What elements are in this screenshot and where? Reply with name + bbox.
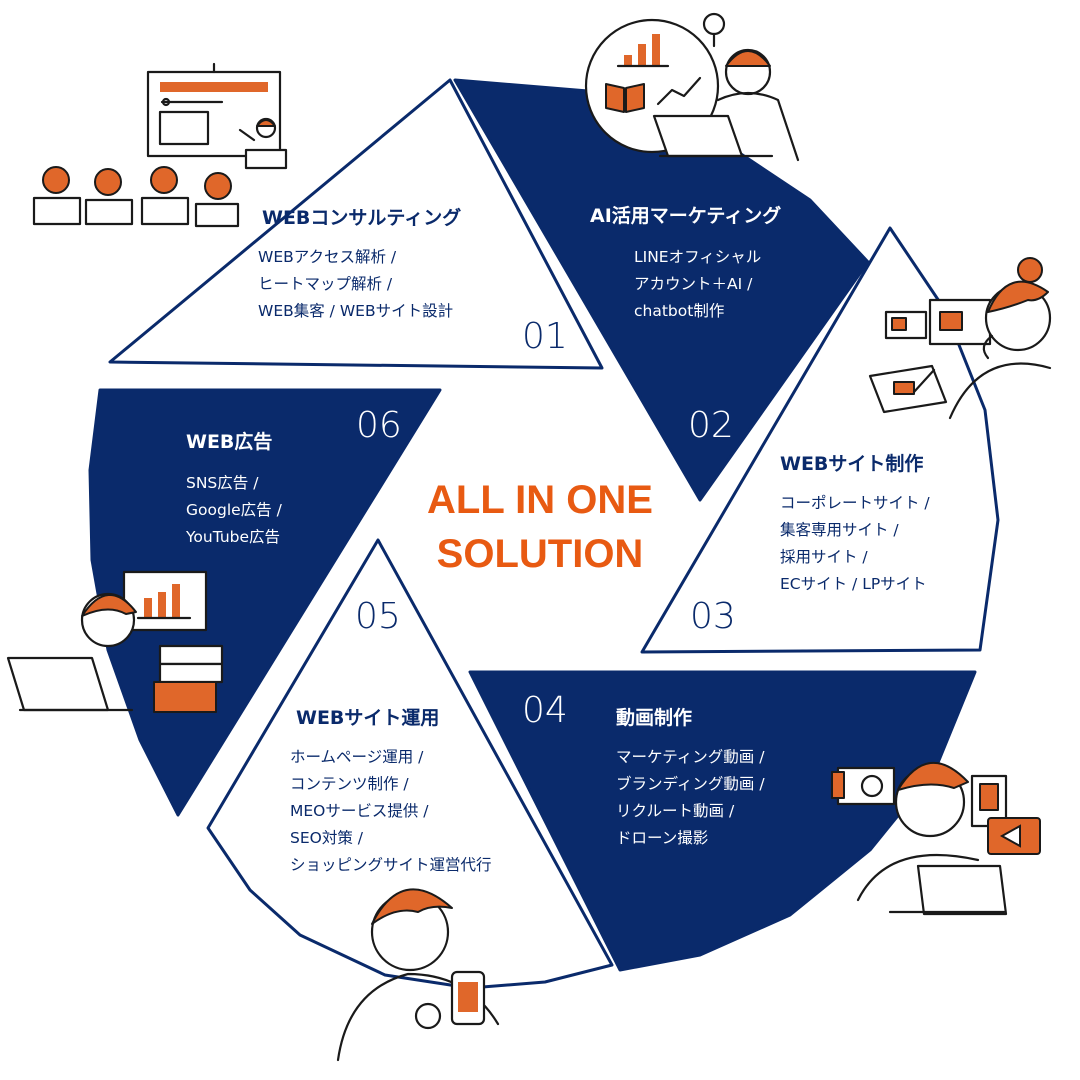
laptop-icon — [652, 114, 744, 158]
segment-04-item: ドローン撮影 — [616, 829, 708, 847]
segment-03-item: ECサイト / LPサイト — [780, 575, 927, 593]
segment-03-item: コーポレートサイト / — [780, 494, 930, 512]
segment-05: 05 WEBサイト運用 ホームページ運用 / コンテンツ制作 / MEOサービス… — [290, 596, 492, 874]
video-camera-icon — [831, 766, 896, 806]
segment-05-item: ショッピングサイト運営代行 — [290, 856, 492, 874]
analyst-illustration — [584, 12, 800, 162]
segment-01-shape — [108, 78, 604, 370]
center-title-line1: ALL IN ONE — [427, 478, 653, 522]
segment-01: WEBコンサルティング WEBアクセス解析 / ヒートマップ解析 / WEB集客… — [258, 206, 568, 357]
segment-06-item: YouTube広告 — [185, 528, 280, 546]
seminar-illustration — [32, 62, 288, 228]
segment-04-item: マーケティング動画 / — [616, 748, 765, 766]
play-button-icon — [987, 817, 1041, 855]
segment-03-number: 03 — [690, 596, 736, 637]
segment-01-number: 01 — [522, 316, 568, 357]
smartphone-icon — [450, 970, 486, 1026]
segment-02-item: アカウント＋AI / — [634, 275, 753, 293]
center-title-line2: SOLUTION — [437, 532, 644, 576]
segment-04-title: 動画制作 — [616, 706, 692, 729]
segment-06-number: 06 — [356, 405, 402, 446]
segment-03-title: WEBサイト制作 — [780, 452, 923, 475]
designer-illustration — [868, 257, 1052, 420]
segment-02-number: 02 — [688, 405, 734, 446]
segment-01-item: WEB集客 / WEBサイト設計 — [258, 302, 453, 320]
segment-03-item: 集客専用サイト / — [780, 521, 899, 539]
segment-03-item: 採用サイト / — [780, 548, 868, 566]
segment-03: WEBサイト制作 コーポレートサイト / 集客専用サイト / 採用サイト / E… — [690, 452, 930, 637]
segment-04-item: リクルート動画 / — [616, 802, 735, 820]
ad-analyst-illustration — [6, 570, 224, 713]
segment-05-number: 05 — [355, 596, 401, 637]
laptop-icon — [6, 656, 110, 712]
segment-02-item: LINEオフィシャル — [634, 248, 761, 266]
segment-05-title: WEBサイト運用 — [296, 707, 439, 729]
segment-01-title: WEBコンサルティング — [262, 206, 461, 229]
segment-05-item: コンテンツ制作 / — [290, 775, 409, 793]
segment-02-title: AI活用マーケティング — [590, 204, 781, 227]
segment-01-item: ヒートマップ解析 / — [258, 275, 393, 293]
segment-04-number: 04 — [522, 690, 568, 731]
segment-02-item: chatbot制作 — [634, 302, 724, 320]
segment-06-title: WEB広告 — [186, 430, 272, 453]
segment-06-item: Google広告 / — [186, 501, 283, 519]
videographer-illustration — [831, 761, 1041, 916]
segment-05-item: SEO対策 / — [290, 829, 364, 847]
segment-05-item: MEOサービス提供 / — [290, 802, 429, 820]
audience-icon — [32, 166, 240, 228]
segment-05-item: ホームページ運用 / — [290, 748, 424, 766]
segment-04: 04 動画制作 マーケティング動画 / ブランディング動画 / リクルート動画 … — [522, 690, 765, 847]
server-stack-icon — [153, 644, 224, 713]
segment-06-item: SNS広告 / — [186, 474, 259, 492]
segment-04-item: ブランディング動画 / — [616, 774, 765, 793]
segment-04-shape — [468, 670, 977, 972]
magnifier-icon — [702, 12, 726, 36]
segment-01-item: WEBアクセス解析 / — [258, 248, 397, 266]
segment-06: 06 WEB広告 SNS広告 / Google広告 / YouTube広告 — [185, 405, 402, 546]
smartphone-user-illustration — [336, 888, 500, 1062]
segment-02: AI活用マーケティング LINEオフィシャル アカウント＋AI / chatbo… — [590, 204, 781, 446]
laptop-icon — [916, 864, 1008, 916]
